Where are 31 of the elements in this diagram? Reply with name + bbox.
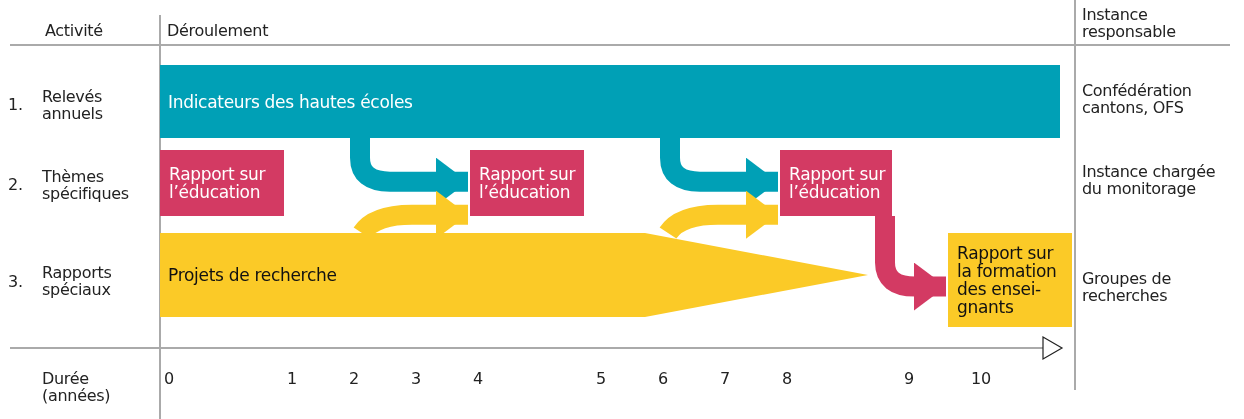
axis-tick-label: 3 (411, 370, 421, 387)
axis-tick-label: 9 (904, 370, 914, 387)
axis-tick-label: 7 (720, 370, 730, 387)
report-box: Rapport sur l’éducation (470, 150, 584, 216)
responsible-text: Groupes de recherches (1082, 270, 1172, 304)
axis-tick-label: 0 (164, 370, 174, 387)
row-label: Rapports spéciaux (42, 264, 113, 298)
axis-tick-label: 6 (658, 370, 668, 387)
axis-title: Durée (années) (42, 370, 112, 404)
column-header: Instance responsable (1082, 6, 1177, 40)
column-header: Déroulement (167, 22, 269, 39)
axis-tick-label: 10 (971, 370, 991, 387)
row-number: 3. (8, 273, 23, 290)
report-box: Rapport sur l’éducation (160, 150, 284, 216)
row-label: Relevés annuels (42, 88, 104, 122)
responsible-text: Confédération cantons, OFS (1082, 82, 1193, 116)
row-number: 2. (8, 176, 23, 193)
report-box: Rapport sur la formation des ensei- gnants (948, 233, 1072, 327)
axis-tick-label: 5 (596, 370, 606, 387)
row-number: 1. (8, 96, 23, 113)
axis-tick-label: 1 (287, 370, 297, 387)
column-header: Activité (45, 22, 103, 39)
axis-tick-label: 4 (473, 370, 483, 387)
arrow-shaped-bar: Projets de recherche (160, 233, 868, 317)
axis-tick-label: 2 (349, 370, 359, 387)
activity-bar: Indicateurs des hautes écoles (160, 65, 1060, 138)
responsible-text: Instance chargée du monitorage (1082, 163, 1217, 197)
axis-tick-label: 8 (782, 370, 792, 387)
report-box: Rapport sur l’éducation (780, 150, 892, 216)
arrow (660, 190, 778, 239)
row-label: Thèmes spécifiques (42, 168, 130, 202)
